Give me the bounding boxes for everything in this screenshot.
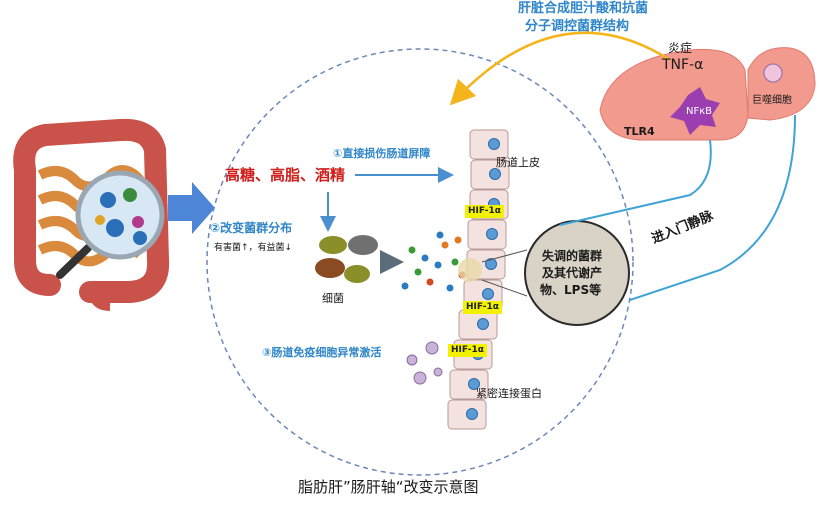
- bacteria-label: 细菌: [322, 292, 344, 305]
- cell-nucleus: [468, 378, 480, 390]
- figure-caption: 脂肪肝”肠肝轴“改变示意图: [298, 478, 479, 496]
- macrophage-label: 巨噬细胞: [752, 95, 792, 106]
- cell-nucleus: [477, 318, 489, 330]
- dysbiosis-line-1: 失调的菌群: [542, 249, 603, 263]
- cell-nucleus: [486, 228, 498, 240]
- hif1a-tag-1: HIF-1α: [465, 205, 504, 218]
- hif1a-tag-2: HIF-1α: [463, 301, 502, 314]
- immune-cells: [406, 341, 443, 385]
- tlr4-label: TLR4: [624, 125, 655, 138]
- cell-nucleus: [466, 408, 478, 420]
- dysbiosis-line-2: 及其代谢产: [542, 266, 603, 280]
- bacteria-illustration: [315, 235, 378, 283]
- step2-sub-label: 有害菌↑，有益菌↓: [214, 243, 293, 253]
- step1-label: ①直接损伤肠道屏障: [333, 147, 431, 160]
- liver-illustration: [599, 47, 816, 141]
- zoom-circle: [206, 48, 634, 476]
- cell-nucleus: [488, 138, 500, 150]
- magnifier-icon: [56, 170, 165, 279]
- nfkb-label: NFκB: [686, 106, 712, 117]
- cell-nucleus: [489, 168, 501, 180]
- bile-acid-note-2: 分子调控菌群结构: [525, 19, 630, 34]
- inflammation-label: 炎症: [668, 41, 693, 55]
- portal-vein-line-2: [629, 114, 796, 301]
- step2-label: ②改变菌群分布: [210, 221, 293, 235]
- epithelium-label: 肠道上皮: [496, 156, 540, 169]
- portal-vein-line-1: [559, 139, 712, 226]
- cell-nucleus: [482, 288, 494, 300]
- metabolite-dots: [401, 231, 466, 292]
- flow-arrow: [168, 182, 215, 234]
- cell-nucleus: [485, 258, 497, 270]
- tnf-alpha-label: TNF-α: [662, 57, 704, 73]
- hif1a-tag-3: HIF-1α: [448, 344, 487, 357]
- risk-factors-label: 高糖、高脂、酒精: [225, 166, 346, 184]
- tight-junction-label: 紧密连接蛋白: [476, 387, 542, 400]
- step3-label: ③肠道免疫细胞异常激活: [262, 346, 382, 359]
- intestinal-epithelium: [447, 129, 510, 430]
- bile-acid-note-1: 肝脏合成胆汁酸和抗菌: [518, 1, 649, 16]
- bile-acid-arrow: [449, 31, 671, 106]
- dysbiosis-line-3: 物、LPS等: [540, 283, 602, 297]
